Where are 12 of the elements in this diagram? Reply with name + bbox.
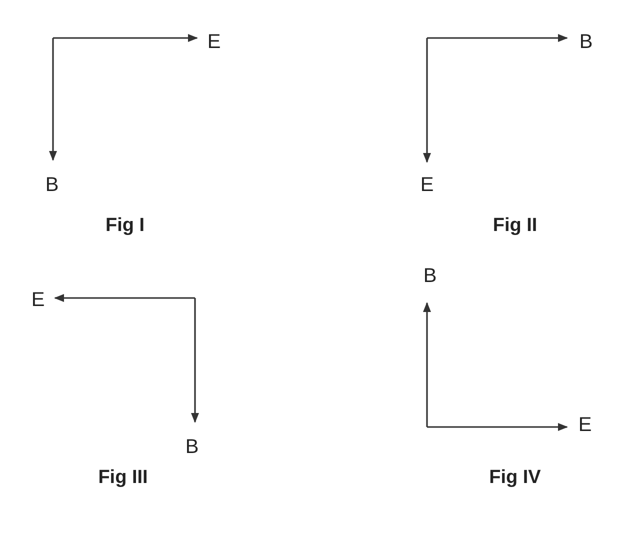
- figure-caption: Fig I: [105, 214, 145, 238]
- vector-label: B: [185, 435, 199, 460]
- vector-label: B: [423, 264, 437, 289]
- vector-label: E: [207, 30, 221, 55]
- vector-label: B: [579, 30, 593, 55]
- vector-label: B: [45, 173, 59, 198]
- vector-label: E: [578, 413, 592, 438]
- vector-label: E: [420, 173, 434, 198]
- figure-caption: Fig III: [98, 466, 148, 490]
- vector-label: E: [31, 288, 45, 313]
- figure-caption: Fig IV: [489, 466, 541, 490]
- figure-caption: Fig II: [492, 214, 538, 238]
